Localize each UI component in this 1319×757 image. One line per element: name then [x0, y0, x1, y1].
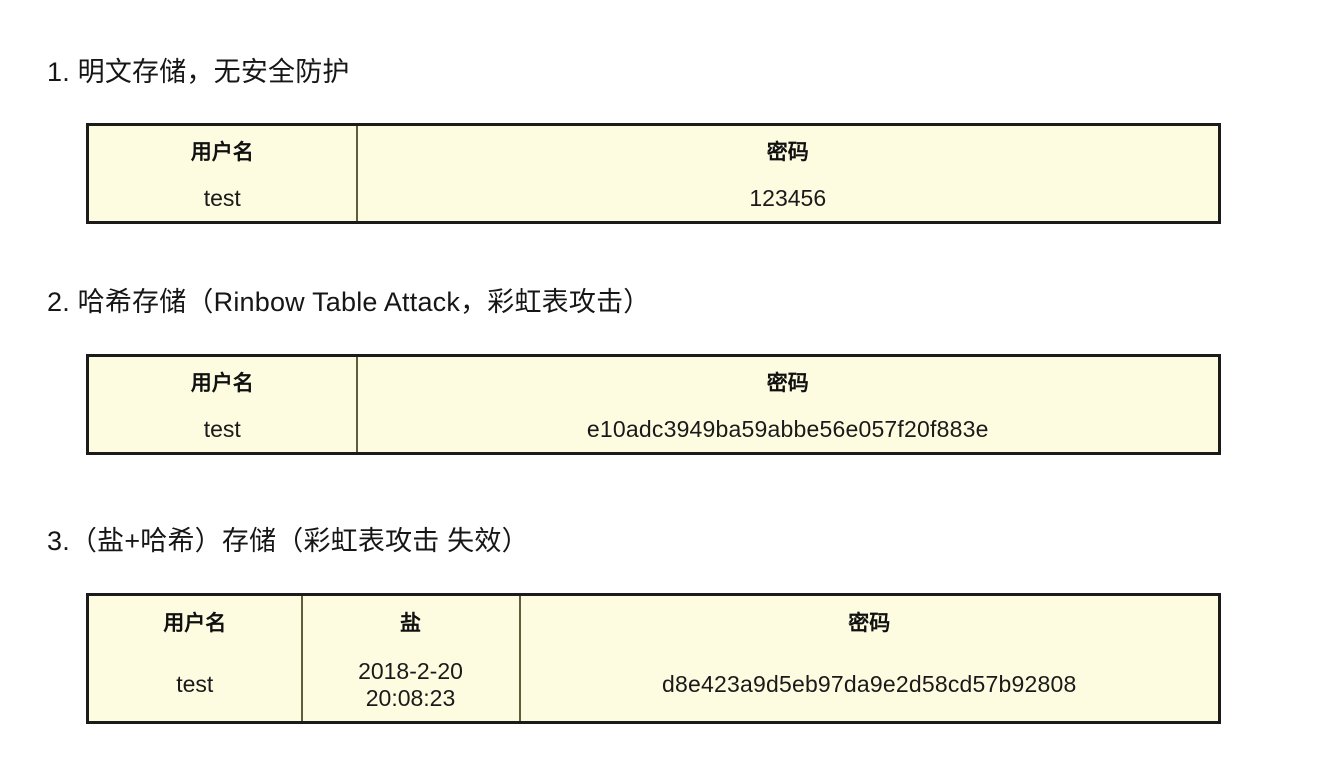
- column-header-salt: 盐: [301, 594, 521, 649]
- cell-username: test: [87, 406, 358, 454]
- column-header-username: 用户名: [87, 355, 358, 407]
- section-heading-2: 2. 哈希存储（Rinbow Table Attack，彩虹表攻击）: [47, 287, 651, 317]
- column-header-password: 密码: [519, 594, 1220, 649]
- section-heading-3: 3.（盐+哈希）存储（彩虹表攻击 失效）: [47, 526, 529, 556]
- table-header-row: 用户名 盐 密码: [87, 594, 1220, 649]
- section-heading-1: 1. 明文存储，无安全防护: [47, 57, 350, 87]
- salt-time: 20:08:23: [365, 684, 456, 711]
- cell-username: test: [87, 648, 303, 723]
- cell-password: 123456: [356, 175, 1220, 223]
- column-header-username: 用户名: [87, 594, 303, 649]
- hashed-password-table: 用户名 密码 test e10adc3949ba59abbe56e057f20f…: [86, 354, 1221, 455]
- column-header-password: 密码: [356, 355, 1220, 407]
- column-header-username: 用户名: [87, 124, 358, 176]
- salt-date: 2018-2-20: [358, 658, 463, 685]
- table-header-row: 用户名 密码: [87, 124, 1220, 176]
- table-row: test 123456: [87, 175, 1220, 223]
- table-row: test 2018-2-20 20:08:23 d8e423a9d5eb97da…: [87, 648, 1220, 723]
- column-header-password: 密码: [356, 124, 1220, 176]
- cell-password-hash: d8e423a9d5eb97da9e2d58cd57b92808: [519, 648, 1220, 723]
- cell-password-hash: e10adc3949ba59abbe56e057f20f883e: [356, 406, 1220, 454]
- cell-username: test: [87, 175, 358, 223]
- plaintext-password-table: 用户名 密码 test 123456: [86, 123, 1221, 224]
- table-row: test e10adc3949ba59abbe56e057f20f883e: [87, 406, 1220, 454]
- table-header-row: 用户名 密码: [87, 355, 1220, 407]
- cell-salt: 2018-2-20 20:08:23: [301, 648, 521, 723]
- salted-hash-password-table: 用户名 盐 密码 test 2018-2-20 20:08:23 d8e423a…: [86, 593, 1221, 724]
